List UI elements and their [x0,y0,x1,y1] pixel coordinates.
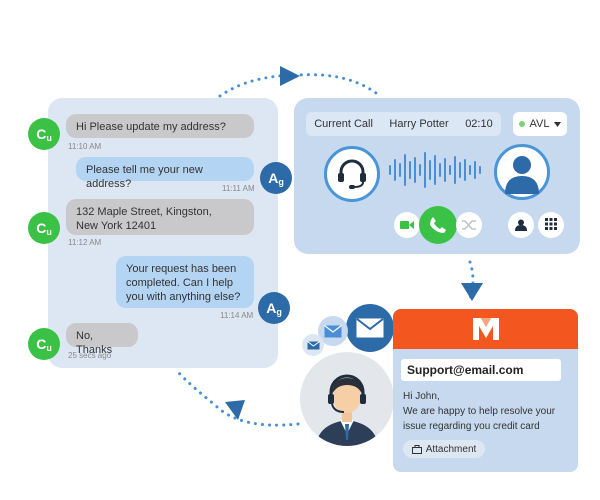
arrow-icon [461,283,483,301]
chat-message-agent: Please tell me your new address? [76,157,254,190]
chat-message-customer: Hi Please update my address? [66,114,254,138]
user-icon [494,144,550,200]
transfer-button[interactable] [456,212,482,238]
call-duration: 02:10 [465,118,493,130]
chevron-down-icon [554,121,562,127]
message-timestamp: 11:12 AM [68,238,102,247]
headset-icon [324,146,380,202]
arrow-icon [225,400,245,420]
video-button[interactable] [394,212,420,238]
call-panel: Current Call Harry Potter 02:10 AVL [294,98,580,254]
message-timestamp: 11:14 AM [220,311,254,320]
chat-message-customer: 132 Maple Street, Kingston, New York 124… [66,199,254,235]
status-dropdown[interactable]: AVL [513,112,567,136]
email-body: Hi John, We are happy to help resolve yo… [403,391,556,432]
keypad-icon [545,218,557,230]
email-header [393,309,578,349]
customer-avatar: Cu [28,118,60,150]
shuffle-icon [462,220,476,230]
brand-logo-icon [472,318,499,340]
contact-button[interactable] [508,212,534,238]
keypad-button[interactable] [538,212,564,238]
person-icon [515,219,527,231]
email-icon [346,304,394,352]
current-call-bar: Current Call Harry Potter 02:10 [306,112,501,136]
message-timestamp: 11:11 AM [222,184,255,193]
caller-name: Harry Potter [389,118,449,130]
status-label: AVL [529,118,550,130]
email-address-field[interactable]: Support@email.com [401,359,561,381]
customer-avatar: Cu [28,212,60,244]
customer-avatar: Cu [28,328,60,360]
waveform-icon [389,152,481,188]
attachment-icon [411,444,422,454]
message-timestamp: 11:10 AM [68,142,102,151]
arrow-icon [280,66,300,86]
email-icon [302,334,324,356]
chat-message-customer: No, Thanks [66,323,138,356]
status-dot [518,121,525,127]
agent-avatar: Ag [260,162,292,194]
email-panel: Support@email.com Hi John, We are happy … [393,309,578,472]
chat-message-agent: Your request has been completed. Can I h… [116,256,254,308]
phone-icon [430,217,446,233]
message-timestamp: 25 secs ago [68,351,112,360]
attachment-button[interactable]: Attachment [403,440,485,458]
call-label: Current Call [314,118,373,130]
support-agent-avatar [300,352,394,446]
agent-avatar: Ag [258,292,290,324]
video-icon [400,221,414,229]
call-button[interactable] [419,206,457,244]
